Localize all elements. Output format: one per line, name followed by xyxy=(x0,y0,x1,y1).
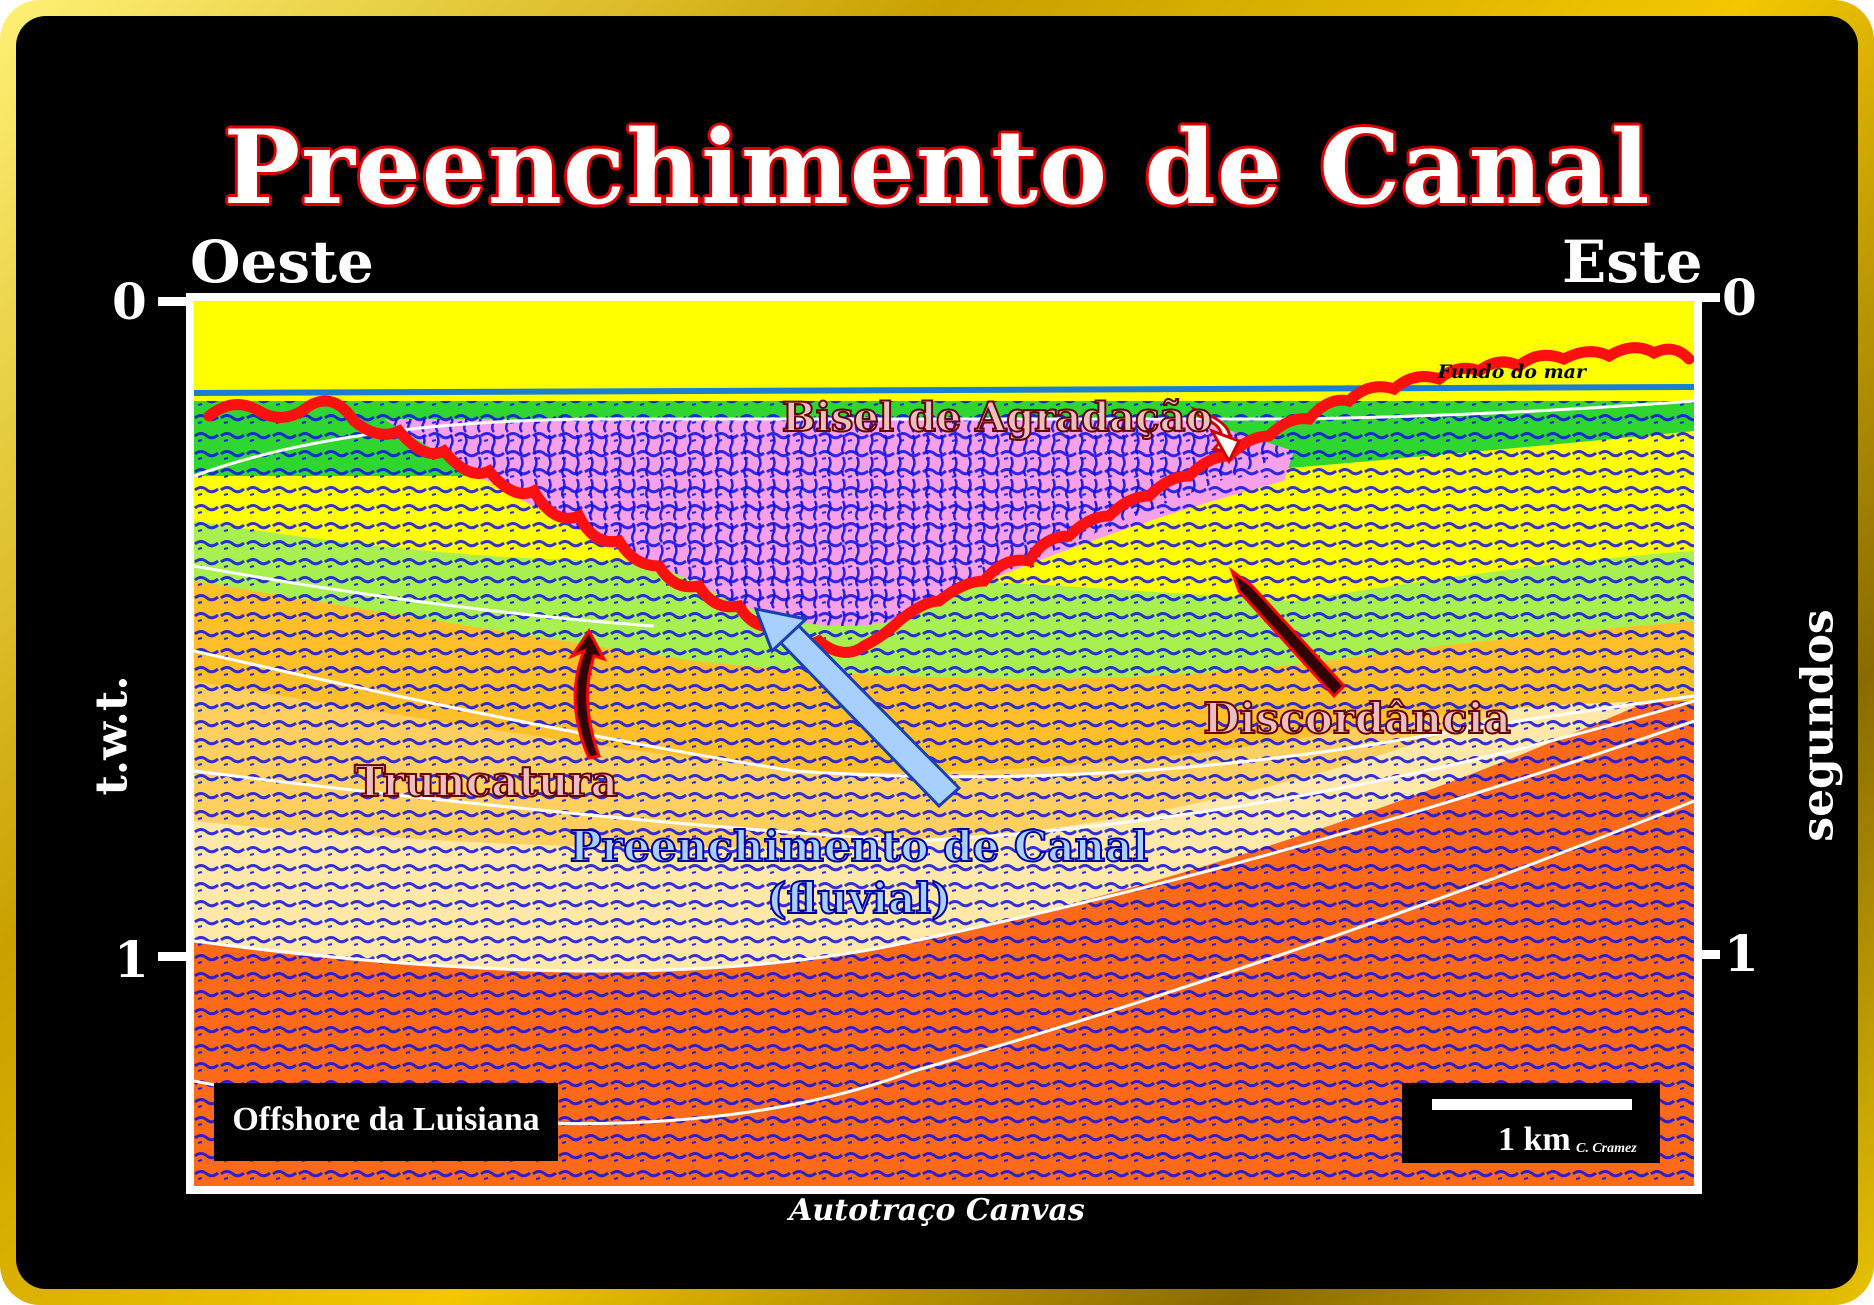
credit-label: Autotraço Canvas xyxy=(789,1193,1085,1228)
scale-bar-box: 1 km C. Cramez xyxy=(1402,1083,1660,1163)
channel-fill-label-2: (fluvial) xyxy=(767,874,951,923)
west-label: Oeste xyxy=(190,228,374,296)
channel-reflectors xyxy=(384,419,1294,626)
right-tick-label-1: 1 xyxy=(1724,924,1759,983)
seafloor-label: Fundo do mar xyxy=(1437,361,1588,383)
seismic-section: Fundo do mar Bisel de Agradação Discordâ… xyxy=(194,301,1694,1186)
left-tick-0 xyxy=(158,297,186,306)
left-axis-label: t.w.t. xyxy=(86,675,138,796)
right-axis-label: segundos xyxy=(1792,609,1844,842)
channel-fill-label-1: Preenchimento de Canal xyxy=(570,822,1149,871)
seafloor-line xyxy=(194,384,1694,396)
unconformity-label: Discordância xyxy=(1203,694,1511,743)
author-label: C. Cramez xyxy=(1576,1141,1637,1156)
seismic-panel: Fundo do mar Bisel de Agradação Discordâ… xyxy=(186,293,1702,1194)
right-tick-0 xyxy=(1692,293,1720,302)
truncation-label: Truncatura xyxy=(354,757,617,806)
scale-bar xyxy=(1432,1099,1632,1110)
left-tick-label-0: 0 xyxy=(112,272,147,331)
truncation-arrow xyxy=(567,628,608,760)
right-tick-label-0: 0 xyxy=(1722,268,1757,327)
left-tick-1 xyxy=(158,952,186,961)
location-label: Offshore da Luisiana xyxy=(232,1101,540,1138)
toplap-label: Bisel de Agradação xyxy=(782,394,1212,441)
left-tick-label-1: 1 xyxy=(114,930,149,989)
right-tick-1 xyxy=(1692,950,1720,959)
location-box: Offshore da Luisiana xyxy=(214,1083,558,1161)
page-title: Preenchimento de Canal xyxy=(223,108,1651,228)
unconformity-line xyxy=(203,342,1694,658)
unconformity-arrow xyxy=(1228,566,1347,699)
scale-bar-label: 1 km xyxy=(1498,1121,1571,1158)
east-label: Este xyxy=(1562,228,1703,296)
